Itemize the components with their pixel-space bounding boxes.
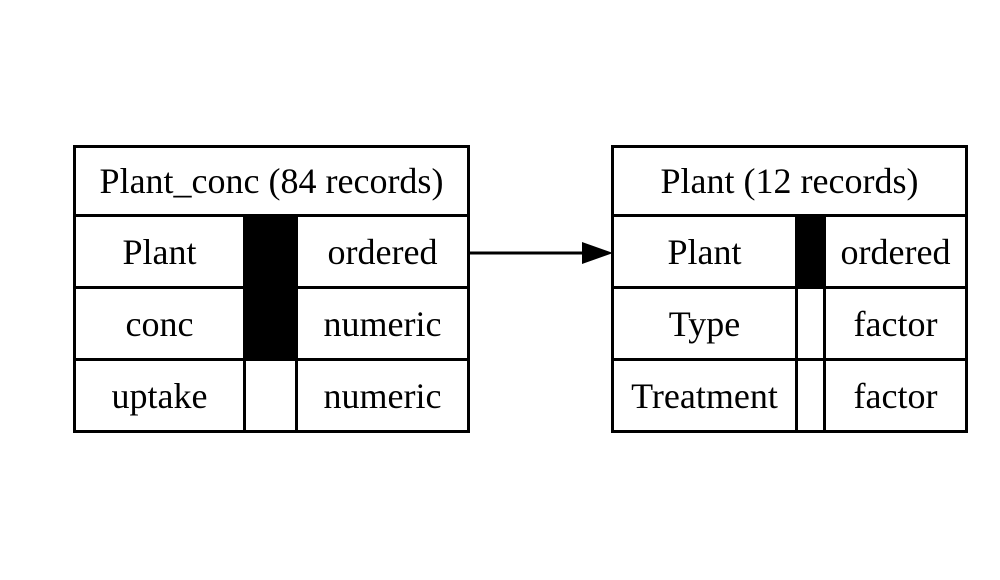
key-indicator-cell <box>246 289 298 358</box>
column-row: uptake numeric <box>76 358 467 430</box>
column-name-cell: Plant <box>614 217 798 286</box>
key-indicator-cell <box>246 361 298 430</box>
column-type-cell: numeric <box>323 375 442 416</box>
column-name-cell: uptake <box>76 361 246 430</box>
arrow-head-icon <box>582 242 613 264</box>
column-name-cell: conc <box>76 289 246 358</box>
entity-table-plant-conc: Plant_conc (84 records) Plant ordered co… <box>73 145 470 433</box>
key-indicator-cell <box>798 217 826 286</box>
column-type-cell: ordered <box>840 231 951 272</box>
key-indicator-cell <box>798 289 826 358</box>
table-header: Plant (12 records) <box>614 148 965 214</box>
column-type-cell: numeric <box>323 303 442 344</box>
column-name-cell: Treatment <box>614 361 798 430</box>
column-row: Treatment factor <box>614 358 965 430</box>
relationship-arrow <box>468 242 613 264</box>
table-header: Plant_conc (84 records) <box>76 148 467 214</box>
entity-table-plant: Plant (12 records) Plant ordered Type fa… <box>611 145 968 433</box>
table-title: Plant (12 records) <box>660 161 919 201</box>
key-indicator-cell <box>798 361 826 430</box>
column-type-cell: factor <box>853 375 938 416</box>
table-title: Plant_conc (84 records) <box>99 161 444 201</box>
column-row: conc numeric <box>76 286 467 358</box>
column-type-cell: ordered <box>327 231 438 272</box>
column-type-cell: factor <box>853 303 938 344</box>
column-name-cell: Plant <box>76 217 246 286</box>
column-row: Type factor <box>614 286 965 358</box>
key-indicator-cell <box>246 217 298 286</box>
column-row: Plant ordered <box>614 214 965 286</box>
column-row: Plant ordered <box>76 214 467 286</box>
column-name-cell: Type <box>614 289 798 358</box>
